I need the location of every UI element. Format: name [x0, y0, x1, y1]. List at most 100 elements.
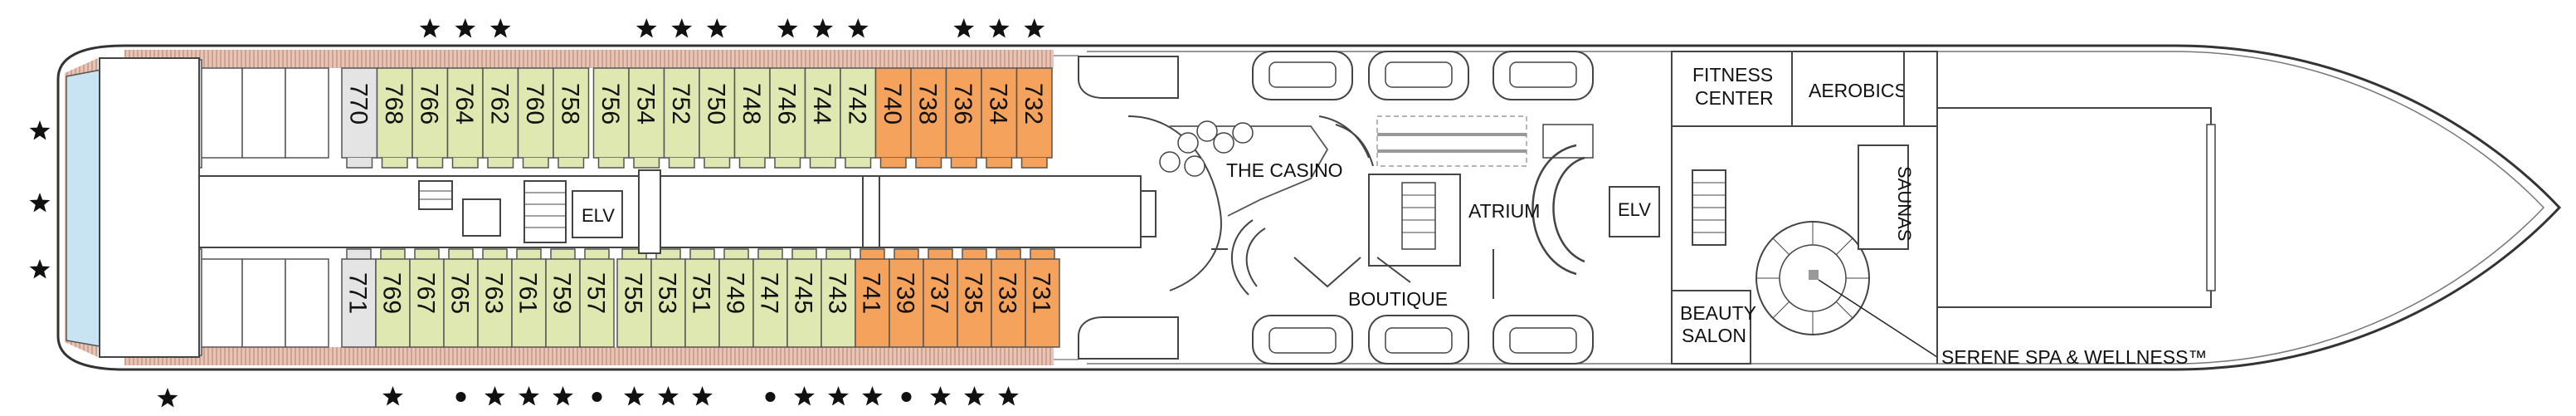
cabin-number: 748 [738, 83, 765, 125]
star-icon [862, 386, 883, 406]
cabin-769[interactable]: 769 [375, 248, 411, 348]
cabin-747[interactable]: 747 [752, 248, 788, 348]
star-icon [29, 193, 51, 213]
cabin-735[interactable]: 735 [957, 248, 992, 348]
cabin-number: 759 [548, 272, 576, 314]
saunas-label: SAUNAS [1894, 166, 1915, 241]
cabin-741[interactable]: 741 [855, 248, 890, 348]
cabin-number: 742 [843, 83, 870, 125]
cabin-number: 747 [756, 272, 783, 314]
cabin-number: 754 [631, 83, 659, 125]
cabin-746[interactable]: 746 [769, 67, 806, 169]
cabin-759[interactable]: 759 [545, 248, 581, 348]
star-icon [777, 18, 798, 38]
cabin-766[interactable]: 766 [411, 67, 449, 169]
cabin-number: 750 [702, 83, 729, 125]
tenders [1078, 51, 1594, 365]
cabin-765[interactable]: 765 [443, 248, 479, 348]
cabin-734[interactable]: 734 [981, 67, 1018, 169]
cabin-763[interactable]: 763 [477, 248, 513, 348]
balcony-strip-top [124, 50, 1054, 68]
cabin-767[interactable]: 767 [409, 248, 445, 348]
cabin-738[interactable]: 738 [910, 67, 947, 169]
cabin-number: 746 [772, 83, 800, 125]
cabin-outline [198, 258, 243, 348]
cabin-760[interactable]: 760 [517, 67, 554, 169]
cabin-739[interactable]: 739 [889, 248, 924, 348]
fitness-label-2: CENTER [1695, 87, 1774, 109]
cabin-737[interactable]: 737 [923, 248, 958, 348]
cabin-number: 741 [858, 272, 885, 314]
cabin-756[interactable]: 756 [592, 67, 630, 169]
cabin-758[interactable]: 758 [553, 67, 590, 169]
cabin-751[interactable]: 751 [684, 248, 720, 348]
main-corridor [198, 175, 1142, 248]
cabin-740[interactable]: 740 [874, 67, 912, 169]
cabin-number: 765 [446, 272, 474, 314]
cabin-754[interactable]: 754 [628, 67, 665, 169]
star-icon [489, 18, 511, 38]
cabin-749[interactable]: 749 [718, 248, 754, 348]
cabin-764[interactable]: 764 [446, 67, 484, 169]
cabin-number: 763 [480, 272, 508, 314]
cabin-732[interactable]: 732 [1015, 67, 1053, 169]
cabin-number: 734 [984, 83, 1011, 125]
cabin-742[interactable]: 742 [840, 67, 877, 169]
cabin-771[interactable]: 771 [341, 248, 377, 348]
cabin-number: 740 [879, 83, 906, 125]
tender-5 [1368, 315, 1469, 365]
cabin-757[interactable]: 757 [579, 248, 615, 348]
star-icon [382, 386, 403, 406]
cabin-744[interactable]: 744 [804, 67, 841, 169]
cabin-number: 767 [412, 272, 440, 314]
tender-2 [1368, 51, 1469, 100]
cabin-number: 769 [378, 272, 406, 314]
star-icon [658, 386, 679, 406]
cabin-753[interactable]: 753 [650, 248, 686, 348]
dot-icon [455, 392, 466, 402]
cabin-755[interactable]: 755 [616, 248, 652, 348]
cabin-number: 731 [1028, 272, 1055, 314]
dot-icon [901, 392, 912, 402]
aerobics-label: AEROBICS [1809, 80, 1907, 101]
cabin-number: 743 [824, 272, 851, 314]
tender-4 [1252, 315, 1353, 365]
cabin-770[interactable]: 770 [341, 67, 378, 169]
star-icon [964, 386, 985, 406]
elevator-fwd-label: ELV [1618, 199, 1651, 220]
cabin-762[interactable]: 762 [482, 67, 519, 169]
cabin-752[interactable]: 752 [663, 67, 700, 169]
star-icon [519, 386, 539, 406]
cabin-outline [241, 67, 286, 159]
cabin-outline [285, 67, 329, 159]
cabin-number: 736 [949, 83, 976, 125]
star-icon [485, 386, 505, 406]
cabin-748[interactable]: 748 [733, 67, 771, 169]
spa-block: FITNESS CENTER AEROBICS BEAUTY SALON SAU… [1671, 51, 2207, 368]
cabin-745[interactable]: 745 [786, 248, 822, 348]
beauty-label-2: SALON [1682, 325, 1746, 346]
star-icon [29, 259, 51, 279]
cabin-731[interactable]: 731 [1025, 248, 1060, 348]
cabin-761[interactable]: 761 [511, 248, 547, 348]
cabin-733[interactable]: 733 [991, 248, 1026, 348]
casino-area: THE CASINO [1127, 115, 1527, 296]
cabin-number: 766 [415, 83, 442, 125]
boutique-area: BOUTIQUE [1211, 248, 1494, 310]
star-icon [812, 18, 834, 38]
cabin-number: 762 [485, 83, 513, 125]
cabin-number: 771 [344, 272, 372, 314]
forward-area [1936, 51, 2216, 364]
star-icon [998, 386, 1019, 406]
dot-icon [765, 392, 776, 402]
aft-elevator-area: ELV [418, 169, 1157, 254]
cabin-736[interactable]: 736 [945, 67, 982, 169]
cabin-number: 751 [688, 272, 715, 314]
cabin-markers [382, 18, 1045, 406]
star-icon [692, 386, 713, 406]
cabin-768[interactable]: 768 [376, 67, 413, 169]
cabin-number: 758 [556, 83, 583, 125]
cabin-743[interactable]: 743 [821, 248, 856, 348]
cabin-750[interactable]: 750 [699, 67, 736, 169]
cabin-number: 733 [994, 272, 1021, 314]
